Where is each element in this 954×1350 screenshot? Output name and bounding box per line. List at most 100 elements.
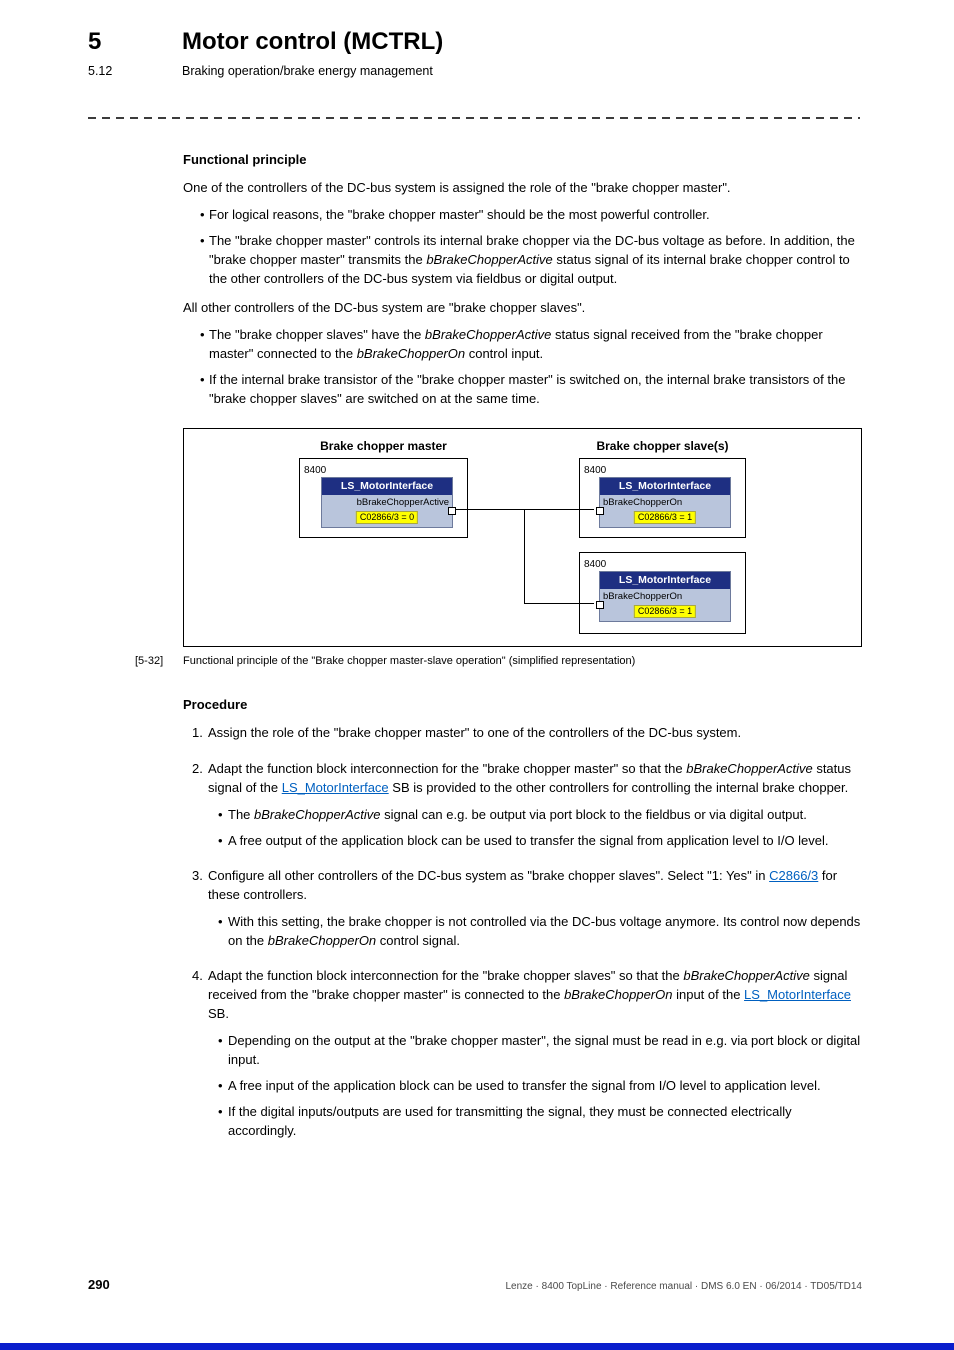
footer-brand-bar	[0, 1343, 954, 1350]
step-body: Adapt the function block interconnection…	[208, 759, 862, 857]
bullet-text: The "brake chopper master" controls its …	[209, 231, 862, 288]
text-segment: bBrakeChopperOn	[356, 346, 466, 361]
bullet-text: For logical reasons, the "brake chopper …	[209, 205, 862, 224]
function-block-master: LS_MotorInterface bBrakeChopperActive C0…	[321, 477, 456, 528]
step-number: 3.	[192, 868, 203, 883]
step-body: Adapt the function block interconnection…	[208, 966, 862, 1147]
figure-caption: [5-32] Functional principle of the "Brak…	[135, 654, 862, 669]
figure-frame: Brake chopper master Brake chopper slave…	[183, 428, 862, 647]
device-box-slave-1: 8400 LS_MotorInterface bBrakeChopperOn C…	[579, 458, 746, 538]
section-title: Braking operation/brake energy managemen…	[182, 64, 433, 78]
paragraph-slaves: All other controllers of the DC-bus syst…	[183, 298, 862, 317]
list-item: • If the internal brake transistor of th…	[183, 370, 862, 408]
function-block-slave-1: LS_MotorInterface bBrakeChopperOn C02866…	[596, 477, 731, 528]
text-segment: input of the	[672, 987, 745, 1002]
output-pin	[448, 507, 456, 515]
figure-label-master: Brake chopper master	[320, 439, 447, 453]
device-box-slave-2: 8400 LS_MotorInterface bBrakeChopperOn C…	[579, 552, 746, 634]
dashed-divider	[88, 117, 860, 119]
function-block-body: bBrakeChopperOn C02866/3 = 1	[600, 495, 730, 527]
text-segment: signal can e.g. be output via port block…	[380, 807, 807, 822]
paragraph-intro: One of the controllers of the DC-bus sys…	[183, 178, 862, 197]
step-sub-list: • Depending on the output at the "brake …	[208, 1031, 862, 1140]
section-number: 5.12	[88, 64, 113, 78]
connection-line	[524, 603, 594, 604]
text-segment: If the digital inputs/outputs are used f…	[228, 1104, 792, 1138]
inline-link[interactable]: C2866/3	[769, 868, 819, 883]
text-segment: bBrakeChopperActive	[686, 761, 813, 776]
bullet-text: Depending on the output at the "brake ch…	[228, 1031, 862, 1069]
text-segment: One of the controllers of the DC-bus sys…	[183, 180, 731, 195]
text-segment: signal received from the "brake chopper …	[208, 968, 848, 1002]
procedure-step-4: 4. Adapt the function block interconnect…	[183, 966, 862, 1147]
list-item: • A free input of the application block …	[208, 1076, 862, 1095]
text-segment: bBrakeChopperActive	[254, 807, 381, 822]
function-block-slave-2: LS_MotorInterface bBrakeChopperOn C02866…	[596, 571, 731, 622]
text-segment: bBrakeChopperActive	[426, 252, 553, 267]
text-segment: for these controllers.	[208, 868, 838, 902]
function-block-title: LS_MotorInterface	[600, 478, 730, 495]
bullet-text: If the internal brake transistor of the …	[209, 370, 862, 408]
step-number: 1.	[192, 725, 203, 740]
figure-caption-text: Functional principle of the "Brake chopp…	[183, 655, 636, 667]
port-label-input: bBrakeChopperOn	[603, 497, 683, 508]
bullet-text: A free input of the application block ca…	[228, 1076, 862, 1095]
function-block-body: bBrakeChopperOn C02866/3 = 1	[600, 589, 730, 621]
param-value: C02866/3 = 1	[633, 605, 697, 618]
bullet-marker: •	[218, 833, 223, 848]
heading-functional-principle: Functional principle	[183, 152, 307, 167]
device-id: 8400	[584, 465, 607, 476]
text-segment: If the internal brake transistor of the …	[209, 372, 846, 406]
bullet-marker: •	[218, 1104, 223, 1119]
bullet-text: If the digital inputs/outputs are used f…	[228, 1102, 862, 1140]
step-body: Configure all other controllers of the D…	[208, 866, 862, 957]
port-label-output: bBrakeChopperActive	[356, 497, 449, 508]
bullet-marker: •	[200, 207, 205, 222]
connection-line	[456, 509, 594, 510]
step-number: 4.	[192, 968, 203, 983]
device-id: 8400	[304, 465, 327, 476]
procedure-step-1: 1. Assign the role of the "brake chopper…	[183, 723, 862, 750]
bullet-marker: •	[218, 1033, 223, 1048]
bullet-text: With this setting, the brake chopper is …	[228, 912, 862, 950]
step-sub-list: • With this setting, the brake chopper i…	[208, 912, 862, 950]
step-body: Assign the role of the "brake chopper ma…	[208, 723, 862, 750]
page-content: Functional principle One of the controll…	[135, 150, 862, 1156]
text-segment: With this setting, the brake chopper is …	[228, 914, 861, 948]
text-segment: status signal of its internal brake chop…	[209, 252, 850, 286]
text-segment: For logical reasons, the "brake chopper …	[209, 207, 710, 222]
param-value: C02866/3 = 0	[355, 511, 419, 524]
device-box-master: 8400 LS_MotorInterface bBrakeChopperActi…	[299, 458, 468, 538]
figure-5-32: Brake chopper master Brake chopper slave…	[135, 428, 862, 669]
connection-line	[524, 509, 525, 603]
page-number: 290	[88, 1277, 110, 1292]
list-item: • With this setting, the brake chopper i…	[208, 912, 862, 950]
text-segment: Depending on the output at the "brake ch…	[228, 1033, 861, 1067]
function-block-title: LS_MotorInterface	[600, 572, 730, 589]
figure-caption-tag: [5-32]	[135, 655, 164, 667]
text-segment: The "brake chopper master" controls its …	[209, 233, 855, 267]
chapter-title: Motor control (MCTRL)	[182, 28, 444, 55]
bullet-marker: •	[200, 372, 205, 387]
text-segment: SB is provided to the other controllers …	[388, 780, 849, 795]
step-text: Assign the role of the "brake chopper ma…	[208, 723, 862, 742]
list-item: • The "brake chopper slaves" have the bB…	[183, 325, 862, 363]
text-segment: bBrakeChopperOn	[564, 987, 673, 1002]
bullet-marker: •	[200, 327, 205, 342]
inline-link[interactable]: LS_MotorInterface	[744, 987, 851, 1002]
bullet-marker: •	[218, 807, 223, 822]
list-item: • The bBrakeChopperActive signal can e.g…	[208, 805, 862, 824]
procedure-step-3: 3. Configure all other controllers of th…	[183, 866, 862, 957]
text-segment: status signal received from the "brake c…	[209, 327, 823, 361]
input-pin	[596, 601, 604, 609]
bullet-list-b: • The "brake chopper slaves" have the bB…	[183, 325, 862, 408]
inline-link[interactable]: LS_MotorInterface	[281, 780, 389, 795]
step-text: Adapt the function block interconnection…	[208, 759, 862, 797]
figure-label-slaves: Brake chopper slave(s)	[596, 439, 729, 453]
text-segment: status signal of the	[208, 761, 851, 795]
text-segment: The "brake chopper slaves" have the	[209, 327, 425, 342]
text-segment: Configure all other controllers of the D…	[208, 868, 770, 883]
step-text: Configure all other controllers of the D…	[208, 866, 862, 904]
text-segment: Adapt the function block interconnection…	[208, 968, 684, 983]
text-segment: bBrakeChopperActive	[424, 327, 552, 342]
